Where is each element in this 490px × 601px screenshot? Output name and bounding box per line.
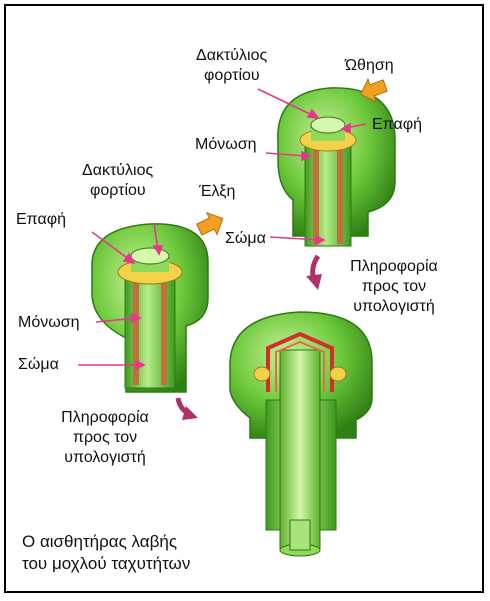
top-insulation-label: Μόνωση: [195, 135, 257, 155]
left-insulation-label: Μόνωση: [18, 313, 80, 333]
top-info-label-line2: προς τον: [344, 277, 444, 297]
push-sensor-drawing: [278, 88, 395, 246]
pull-sensor-drawing: [92, 224, 208, 392]
top-info-label-line3: υπολογιστή: [344, 297, 444, 317]
caption-line1: Ο αισθητήρας λαβής: [22, 531, 177, 553]
top-info-label-line1: Πληροφορία: [344, 257, 444, 277]
left-pull-label: Έλξη: [199, 182, 235, 202]
caption-line2: του μοχλού ταχυτήτων: [22, 553, 190, 575]
left-ring-label-line1: Δακτύλιος: [82, 161, 153, 181]
top-ring-label-line2: φορτίου: [204, 66, 260, 86]
top-push-label: Ώθηση: [345, 56, 394, 76]
left-contact-label: Επαφή: [16, 210, 66, 230]
left-info-label-line3: υπολογιστή: [50, 448, 160, 468]
left-info-arrow: [178, 398, 198, 420]
left-info-label-line1: Πληροφορία: [50, 408, 160, 428]
left-body-label: Σώμα: [18, 355, 59, 375]
pull-arrow: [194, 208, 228, 241]
top-ring-label-line1: Δακτύλιος: [196, 46, 267, 66]
top-info-arrow: [306, 256, 322, 290]
top-contact-label: Επαφή: [372, 115, 422, 135]
top-body-label: Σώμα: [225, 229, 266, 249]
left-ring-label-line2: φορτίου: [90, 181, 146, 201]
cutaway-sensor-drawing: [230, 312, 372, 556]
left-info-label-line2: προς τον: [50, 428, 160, 448]
